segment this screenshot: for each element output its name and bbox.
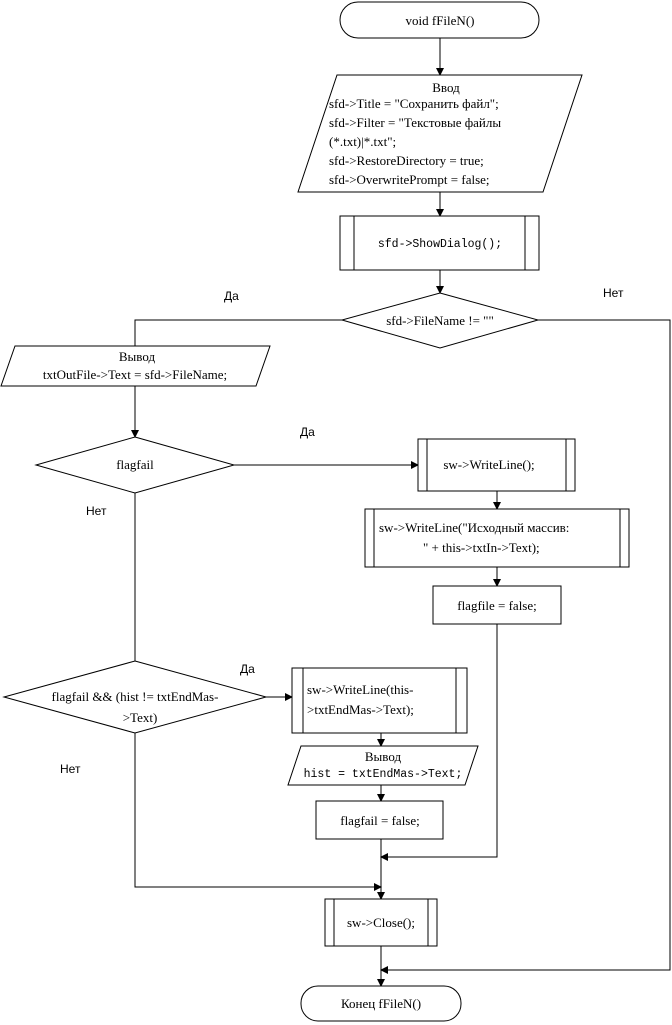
connectors xyxy=(131,38,671,987)
yes-label-flagfail: Да xyxy=(300,425,315,439)
decision-flagfail-hist: flagfail && (hist != txtEndMas- >Text) xyxy=(2,660,268,734)
output-hist-title: Вывод xyxy=(365,749,402,764)
no-label-filename: Нет xyxy=(603,286,624,300)
flagfail-false-label: flagfail = false; xyxy=(340,813,420,828)
input-line-4: sfd->RestoreDirectory = true; xyxy=(329,153,484,168)
end-terminator: Конец fFileN() xyxy=(300,985,462,1022)
decision-flagfail-hist-line-2: >Text) xyxy=(123,710,158,725)
start-label: void fFileN() xyxy=(406,13,475,28)
output-hist-block: Вывод hist = txtEndMas->Text; xyxy=(287,745,479,786)
output-file-block: Вывод txtOutFile->Text = sfd->FileName; xyxy=(0,345,271,387)
decision-flagfail-label: flagfail xyxy=(116,457,154,472)
writeline-source-process: sw->WriteLine("Исходный массив: " + this… xyxy=(364,508,630,568)
input-line-2: sfd->Filter = "Текстовые файлы xyxy=(329,115,501,130)
close-label: sw->Close(); xyxy=(347,915,415,930)
close-process: sw->Close(); xyxy=(324,898,438,947)
writeline-source-line-1: sw->WriteLine("Исходный массив: xyxy=(379,520,569,535)
flagfile-false-process: flagfile = false; xyxy=(432,585,562,625)
input-title: Ввод xyxy=(432,80,460,95)
writeline-endmas-line-1: sw->WriteLine(this- xyxy=(307,682,413,697)
show-dialog-label: sfd->ShowDialog(); xyxy=(378,238,502,251)
input-block: Ввод sfd->Title = "Сохранить файл"; sfd-… xyxy=(297,74,583,193)
start-terminator: void fFileN() xyxy=(339,1,540,39)
end-label: Конец fFileN() xyxy=(341,996,421,1011)
input-line-1: sfd->Title = "Сохранить файл"; xyxy=(329,96,499,111)
show-dialog-process: sfd->ShowDialog(); xyxy=(339,215,540,271)
yes-label-hist: Да xyxy=(240,662,255,676)
flagfail-false-process: flagfail = false; xyxy=(315,800,444,840)
no-label-flagfail: Нет xyxy=(86,504,107,518)
writeline-empty-label: sw->WriteLine(); xyxy=(443,457,534,472)
decision-flagfail-hist-line-1: flagfail && (hist != txtEndMas- xyxy=(52,689,219,704)
input-line-3: (*.txt)|*.txt"; xyxy=(329,134,396,149)
decision-filename-label: sfd->FileName != "" xyxy=(386,313,494,328)
decision-flagfail: flagfail xyxy=(34,436,236,494)
input-line-5: sfd->OverwritePrompt = false; xyxy=(329,172,490,187)
output-file-text: txtOutFile->Text = sfd->FileName; xyxy=(43,367,227,382)
flagfile-false-label: flagfile = false; xyxy=(457,598,537,613)
no-label-hist: Нет xyxy=(60,762,81,776)
writeline-endmas-process: sw->WriteLine(this- >txtEndMas->Text); xyxy=(291,667,468,734)
decision-filename: sfd->FileName != "" xyxy=(340,292,540,349)
output-hist-text: hist = txtEndMas->Text; xyxy=(304,768,463,781)
output-file-title: Вывод xyxy=(119,349,156,364)
writeline-source-line-2: " + this->txtIn->Text); xyxy=(423,540,540,555)
writeline-endmas-line-2: >txtEndMas->Text); xyxy=(307,702,414,717)
writeline-empty-process: sw->WriteLine(); xyxy=(417,438,576,492)
yes-label-filename: Да xyxy=(224,289,239,303)
